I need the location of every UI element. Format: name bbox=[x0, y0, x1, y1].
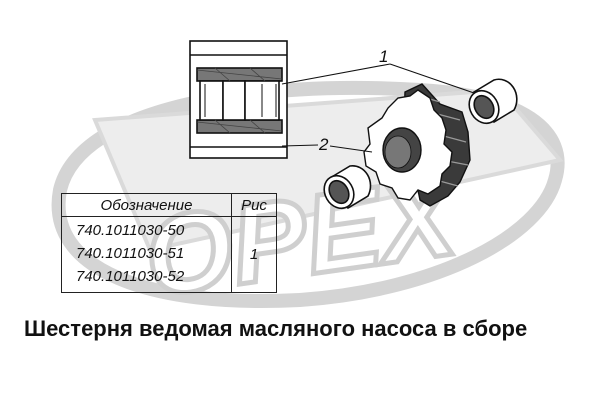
callout-1: 1 bbox=[379, 47, 388, 66]
leader-lines bbox=[281, 63, 475, 153]
designation-list: 740.1011030-50 740.1011030-51 740.101103… bbox=[61, 216, 232, 293]
gear-section-view bbox=[189, 40, 288, 159]
gear-isometric bbox=[363, 83, 471, 207]
callout-2: 2 bbox=[318, 135, 329, 154]
designation-item: 740.1011030-50 bbox=[76, 222, 185, 239]
bushing-bottom bbox=[323, 165, 372, 210]
table-header-row: Обозначение Рис bbox=[61, 193, 277, 217]
designation-table: Обозначение Рис 740.1011030-50 740.10110… bbox=[61, 193, 277, 293]
designation-item: 740.1011030-52 bbox=[76, 268, 185, 285]
header-designation: Обозначение bbox=[61, 193, 232, 217]
header-figure: Рис bbox=[231, 193, 277, 217]
figure-number: 1 bbox=[231, 216, 277, 293]
table-row: 740.1011030-50 740.1011030-51 740.101103… bbox=[61, 216, 277, 293]
designation-item: 740.1011030-51 bbox=[76, 245, 185, 262]
bushing-top bbox=[468, 78, 518, 125]
figure-caption: Шестерня ведомая масляного насоса в сбор… bbox=[24, 316, 528, 341]
